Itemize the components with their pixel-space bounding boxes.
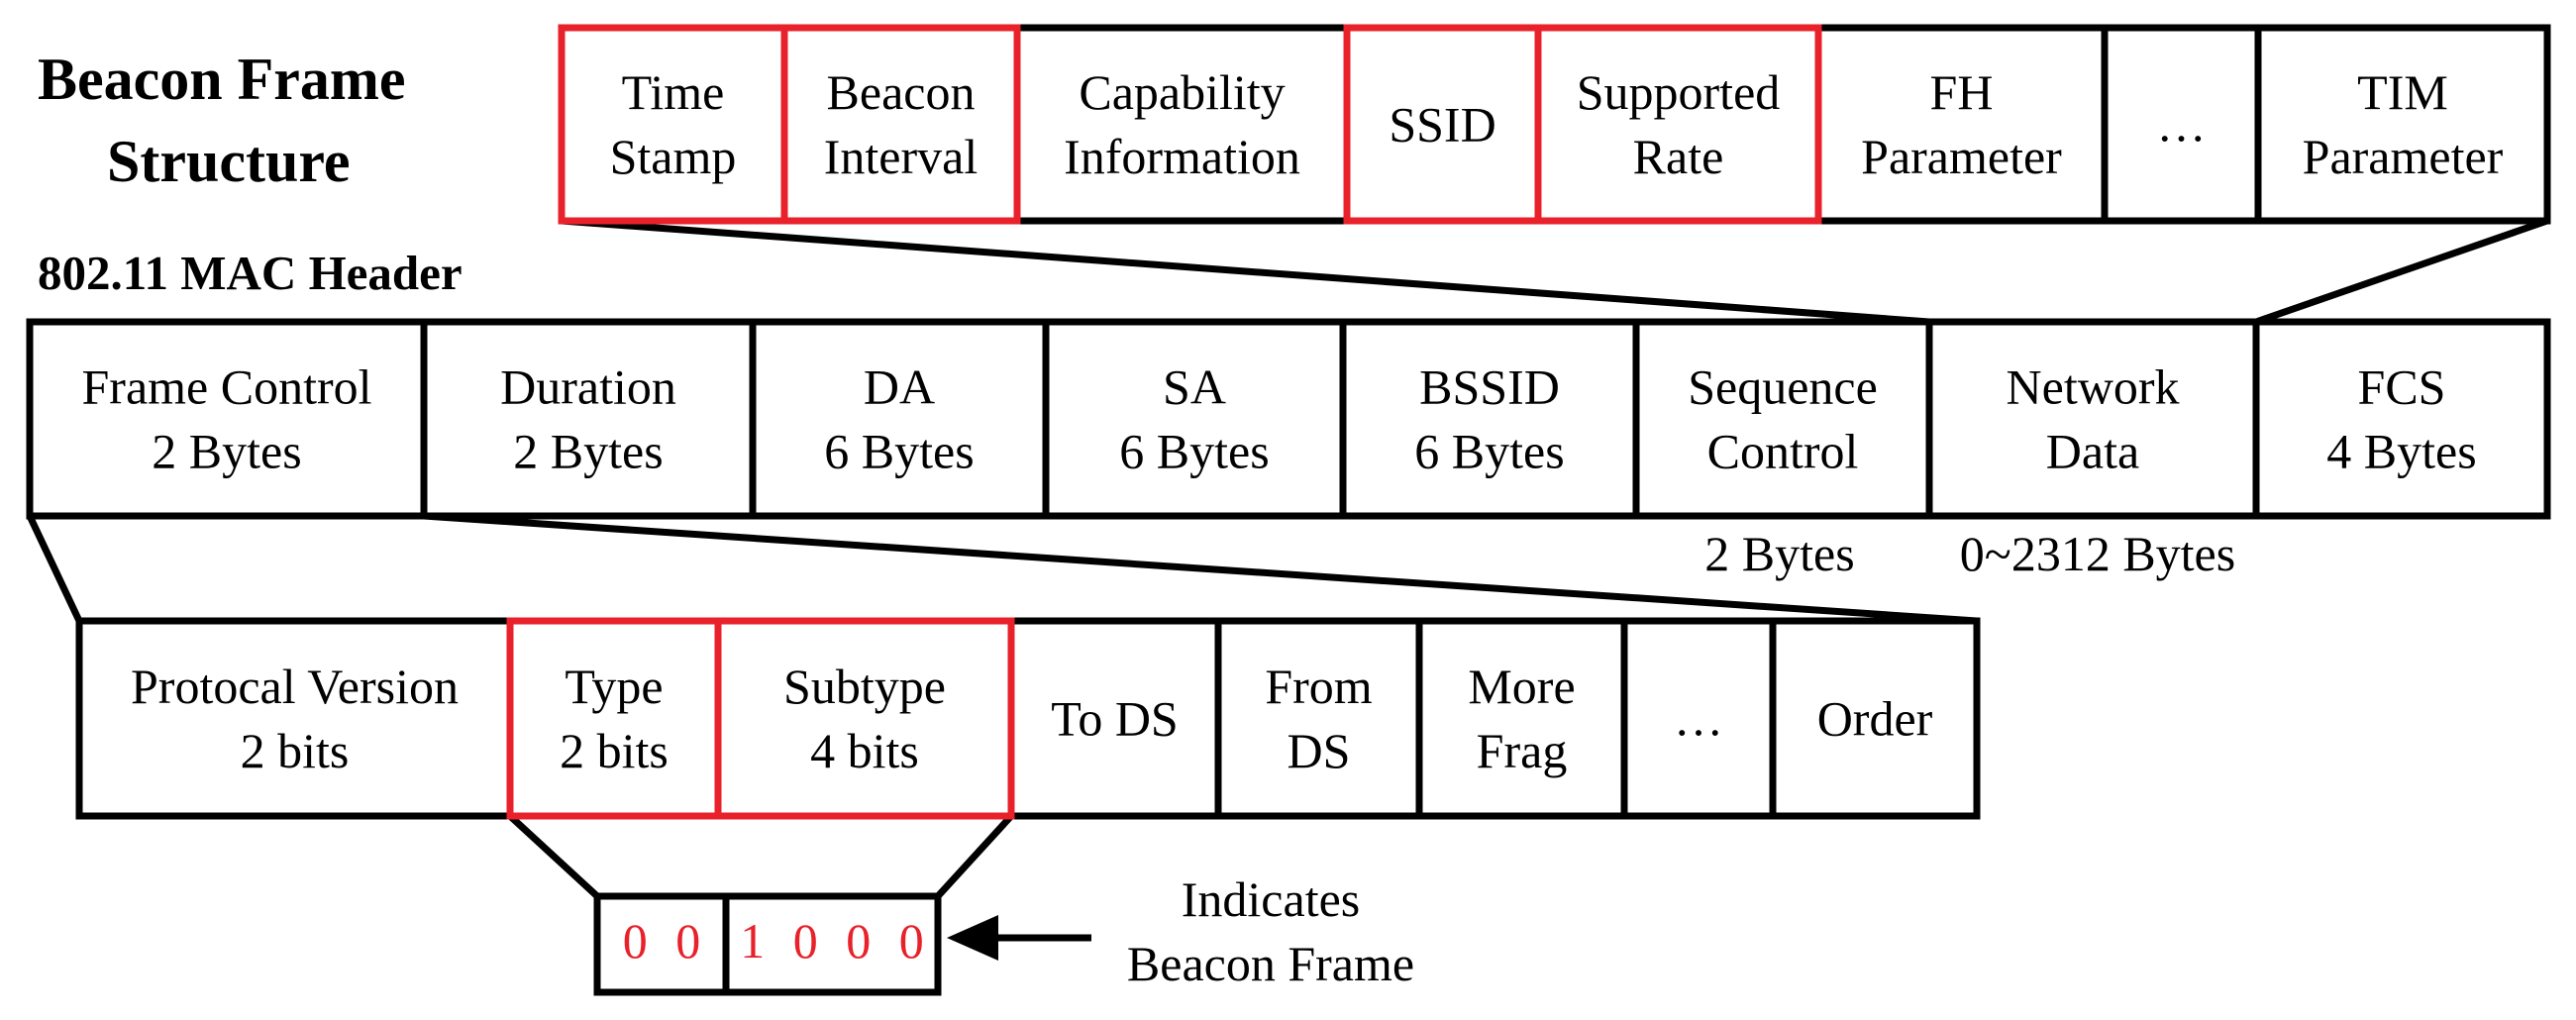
fc-field-highlight-border [506,617,722,820]
mac-field-sa-6-bytes-box [1042,318,1347,520]
network-data-size-note: 0~2312 Bytes [1960,526,2235,581]
mac-field-sa-6-bytes-line2: 6 Bytes [1119,424,1269,479]
mac-field-sequence-control-box [1632,318,1933,520]
beacon-field-tim-parameter-line1: TIM [2357,64,2448,120]
mac-field-duration-2-bytes-box [420,318,757,520]
mac-field-sequence-control-line2: Control [1707,424,1859,479]
mac-field-frame-control-2-bytes-line1: Frame Control [81,359,371,415]
beacon-field-fh-parameter-box [1814,24,2109,225]
mac-field-frame-control-2-bytes-line2: 2 Bytes [152,424,301,479]
beacon-field-supported-rate-line2: Rate [1633,129,1724,184]
mac-field-network-data-line2: Data [2046,424,2139,479]
type-bits-value: 0 0 [623,913,709,969]
fc-field-more-frag-box [1415,617,1628,820]
fc-field-from-ds-box [1214,617,1423,820]
beacon-field-time-stamp-line1: Time [622,64,725,120]
fc-field-protocal-version-2-bits-box [75,617,514,820]
subtype-bits-box [722,892,942,996]
fc-field-type-2-bits-line2: 2 bits [560,723,669,778]
beacon-field-tim-parameter-box [2254,24,2551,225]
arrow-left-icon [947,915,1091,961]
beacon-field-highlight-border [780,24,1021,225]
mac-header-fields: Frame Control 2 Bytes Duration 2 Bytes DA 6 B… [26,318,2551,520]
connector-bits-right [935,813,1014,899]
beacon-field-tim-parameter-line2: Parameter [2303,129,2504,184]
fc-field-more-frag-line2: Frag [1477,723,1568,778]
beacon-field-capability-information-line1: Capability [1079,64,1285,120]
beacon-frame-title-line2: Structure [107,129,351,194]
fc-field-highlight-border [714,617,1015,820]
annotation-line2: Beacon Frame [1127,936,1414,991]
mac-field-sa-6-bytes-line1: SA [1163,359,1226,415]
mac-field-da-6-bytes-line1: DA [864,359,935,415]
beacon-field-supported-rate-line1: Supported [1577,64,1781,120]
beacon-field-ellipsis-line1: … [2157,97,2207,153]
mac-field-network-data-box [1925,318,2260,520]
frame-control-fields: Protocal Version 2 bits Type 2 bits Subtype 4… [75,617,1981,820]
mac-field-bssid-6-bytes-box [1339,318,1640,520]
beacon-frame-title-line1: Beacon Frame [38,47,406,112]
connector-bits-left [507,813,600,899]
beacon-field-fh-parameter-line2: Parameter [1861,129,2062,184]
fc-field-type-2-bits-box [506,617,722,820]
mac-field-duration-2-bytes-line2: 2 Bytes [513,424,663,479]
mac-field-network-data-line1: Network [2007,359,2180,415]
fc-field-subtype-4-bits-line2: 4 bits [810,723,919,778]
connector-beacon-right [2254,217,2549,326]
fc-field-to-ds-line1: To DS [1051,691,1178,747]
mac-field-da-6-bytes-line2: 6 Bytes [824,424,974,479]
mac-field-fcs-4-bytes-line2: 4 Bytes [2326,424,2476,479]
mac-field-fcs-4-bytes-box [2252,318,2551,520]
fc-field-type-2-bits-line1: Type [565,659,663,714]
mac-header-title: 802.11 MAC Header [38,246,463,300]
fc-field-from-ds-line1: From [1265,659,1372,714]
fc-field-subtype-4-bits-line1: Subtype [783,659,946,714]
mac-field-bssid-6-bytes-line2: 6 Bytes [1414,424,1564,479]
mac-field-fcs-4-bytes-line1: FCS [2358,359,2446,415]
beacon-field-fh-parameter-line1: FH [1930,64,1994,120]
beacon-field-ssid-line1: SSID [1389,97,1495,153]
mac-field-frame-control-2-bytes-box [26,318,428,520]
beacon-field-highlight-border [1534,24,1822,225]
fc-field-protocal-version-2-bits-line2: 2 bits [241,723,350,778]
fc-field-order-box [1769,617,1981,820]
mac-field-duration-2-bytes-line1: Duration [500,359,676,415]
fc-field-subtype-4-bits-box [714,617,1015,820]
sequence-control-size-note: 2 Bytes [1704,526,1854,581]
fc-field-order-line1: Order [1817,691,1933,747]
connector-fc-left [26,514,83,623]
annotation-line1: Indicates [1182,871,1360,927]
beacon-field-highlight-border [558,24,788,225]
beacon-field-capability-information-line2: Information [1064,129,1300,184]
mac-field-bssid-6-bytes-line1: BSSID [1419,359,1560,415]
connector-beacon-left [561,217,1930,326]
beacon-field-supported-rate-box [1534,24,1822,225]
beacon-field-beacon-interval-line2: Interval [824,129,978,184]
beacon-field-time-stamp-line2: Stamp [610,129,737,184]
fc-field-ellipsis-line1: … [1674,691,1723,747]
subtype-bits-value: 1 0 0 0 [740,913,932,969]
beacon-field-beacon-interval-line1: Beacon [827,64,976,120]
fc-field-from-ds-line2: DS [1288,723,1351,778]
connector-lines [26,217,2549,899]
beacon-field-capability-information-box [1013,24,1351,225]
mac-field-sequence-control-line1: Sequence [1688,359,1878,415]
connector-fc-right [423,512,1978,625]
fc-field-protocal-version-2-bits-line1: Protocal Version [131,659,459,714]
mac-field-da-6-bytes-box [749,318,1050,520]
beacon-field-beacon-interval-box [780,24,1021,225]
fc-field-more-frag-line1: More [1468,659,1575,714]
beacon-field-time-stamp-box [558,24,788,225]
